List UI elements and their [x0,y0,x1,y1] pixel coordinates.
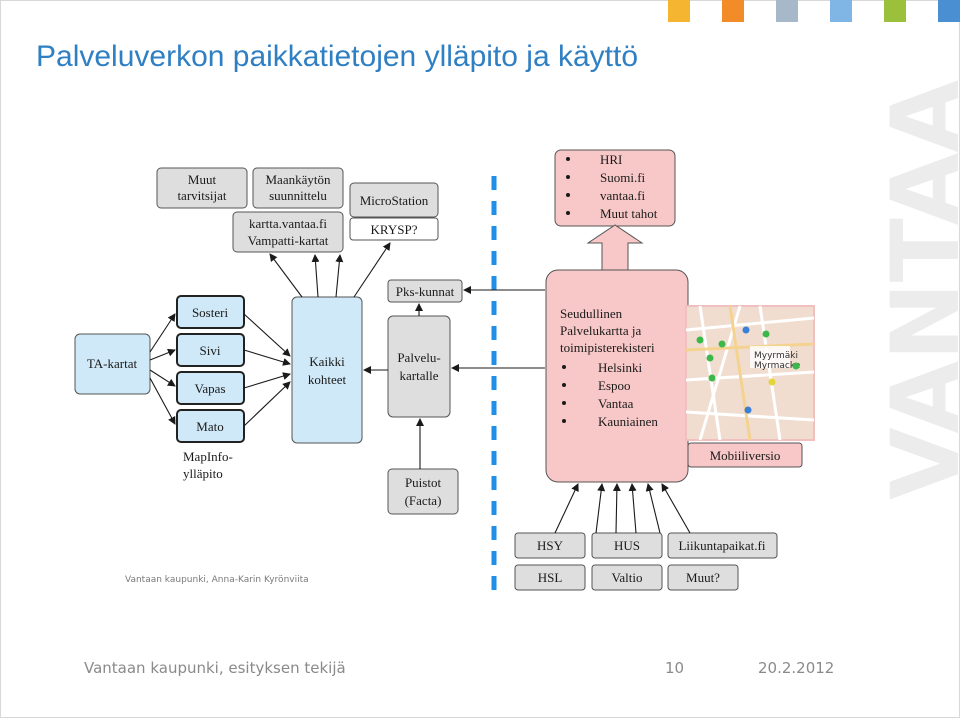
svg-text:Espoo: Espoo [598,378,631,393]
microstation-box: MicroStation [349,182,439,218]
svg-text:Mato: Mato [196,419,223,434]
valtio-box: Valtio [591,564,663,591]
mapinfo-label: MapInfo- ylläpito [183,449,233,481]
svg-text:Mobiiliversio: Mobiiliversio [710,448,781,463]
svg-text:Muut: Muut [188,172,217,187]
svg-text:ylläpito: ylläpito [183,466,223,481]
svg-text:Kauniainen: Kauniainen [598,414,658,429]
svg-text:Palvelu-: Palvelu- [397,350,440,365]
color-square-6 [938,0,960,22]
maankaytto-box: Maankäytön suunnittelu [252,167,344,209]
footer-author: Vantaan kaupunki, esityksen tekijä [84,659,346,677]
muut-tarvitsijat-box: Muut tarvitsijat [156,167,248,209]
svg-text:Muut?: Muut? [686,570,720,585]
svg-text:Helsinki: Helsinki [598,360,642,375]
ta-kartat-box: TA-kartat [74,333,151,395]
svg-text:(Facta): (Facta) [405,493,442,508]
big-up-arrow [586,224,644,271]
hsy-box: HSY [514,532,586,559]
svg-text:tarvitsijat: tarvitsijat [177,188,226,203]
svg-text:Puistot: Puistot [405,475,442,490]
mato-box: Mato [176,409,245,443]
svg-text:MicroStation: MicroStation [360,193,429,208]
kartta-box: kartta.vantaa.fi Vampatti-kartat [232,211,344,253]
svg-text:TA-kartat: TA-kartat [87,356,138,371]
svg-text:toimipisterekisteri: toimipisterekisteri [560,340,655,355]
svg-text:Myrmacke: Myrmacke [754,361,801,371]
svg-text:Vapas: Vapas [194,381,225,396]
svg-text:VANTAA: VANTAA [872,80,960,500]
map-thumbnail: Myyrmäki Myrmacke [685,305,815,441]
svg-text:HRI: HRI [600,152,622,167]
mobiiliversio-box: Mobiiliversio [687,442,803,468]
color-square-1 [668,0,690,22]
hsl-box: HSL [514,564,586,591]
krysp-box: KRYSP? [349,217,439,241]
svg-text:Pks-kunnat: Pks-kunnat [396,284,455,299]
svg-text:HUS: HUS [614,538,640,553]
color-square-3 [776,0,798,22]
svg-text:suunnittelu: suunnittelu [269,188,327,203]
svg-text:Seudullinen: Seudullinen [560,306,623,321]
vapas-box: Vapas [176,371,245,405]
vantaa-watermark: VANTAA [872,80,960,500]
hus-box: HUS [591,532,663,559]
svg-text:vantaa.fi: vantaa.fi [600,188,646,203]
svg-text:Vantaa: Vantaa [598,396,634,411]
svg-text:Suomi.fi: Suomi.fi [600,170,646,185]
pks-kunnat-box: Pks-kunnat [387,279,463,303]
sosteri-box: Sosteri [176,295,245,329]
svg-text:MapInfo-: MapInfo- [183,449,233,464]
connector-arrows [149,242,691,534]
svg-text:Sivi: Sivi [200,343,221,358]
puistot-box: Puistot (Facta) [387,468,459,515]
svg-text:Palvelukartta ja: Palvelukartta ja [560,323,641,338]
svg-text:Valtio: Valtio [611,570,642,585]
svg-text:kohteet: kohteet [308,372,347,387]
color-square-4 [830,0,852,22]
footer-page-number: 10 [665,659,685,677]
svg-text:kartalle: kartalle [400,368,439,383]
svg-text:Maankäytön: Maankäytön [266,172,331,187]
svg-text:Kaikki: Kaikki [309,354,345,369]
svg-text:Vampatti-kartat: Vampatti-kartat [248,233,329,248]
footer-date: 20.2.2012 [758,659,835,677]
seudullinen-box: Seudullinen Palvelukartta ja toimipister… [545,269,689,483]
color-square-5 [884,0,906,22]
kaikki-kohteet-box: Kaikki kohteet [291,296,363,444]
svg-text:Muut tahot: Muut tahot [600,206,658,221]
color-square-2 [722,0,744,22]
svg-text:kartta.vantaa.fi: kartta.vantaa.fi [249,216,327,231]
svg-text:Sosteri: Sosteri [192,305,229,320]
hri-box: HRI Suomi.fi vantaa.fi Muut tahot [554,149,676,227]
image-credit: Vantaan kaupunki, Anna-Karin Kyrönviita [125,575,309,585]
palvelukartalle-box: Palvelu- kartalle [387,315,451,418]
svg-text:Liikuntapaikat.fi: Liikuntapaikat.fi [678,538,765,553]
slide-title: Palveluverkon paikkatietojen ylläpito ja… [36,40,639,73]
svg-text:Myyrmäki: Myyrmäki [754,351,798,361]
svg-text:HSY: HSY [537,538,564,553]
sivi-box: Sivi [176,333,245,367]
svg-text:KRYSP?: KRYSP? [371,222,418,237]
svg-text:HSL: HSL [538,570,563,585]
liikuntapaikat-box: Liikuntapaikat.fi [667,532,778,559]
muut-source-box: Muut? [667,564,739,591]
